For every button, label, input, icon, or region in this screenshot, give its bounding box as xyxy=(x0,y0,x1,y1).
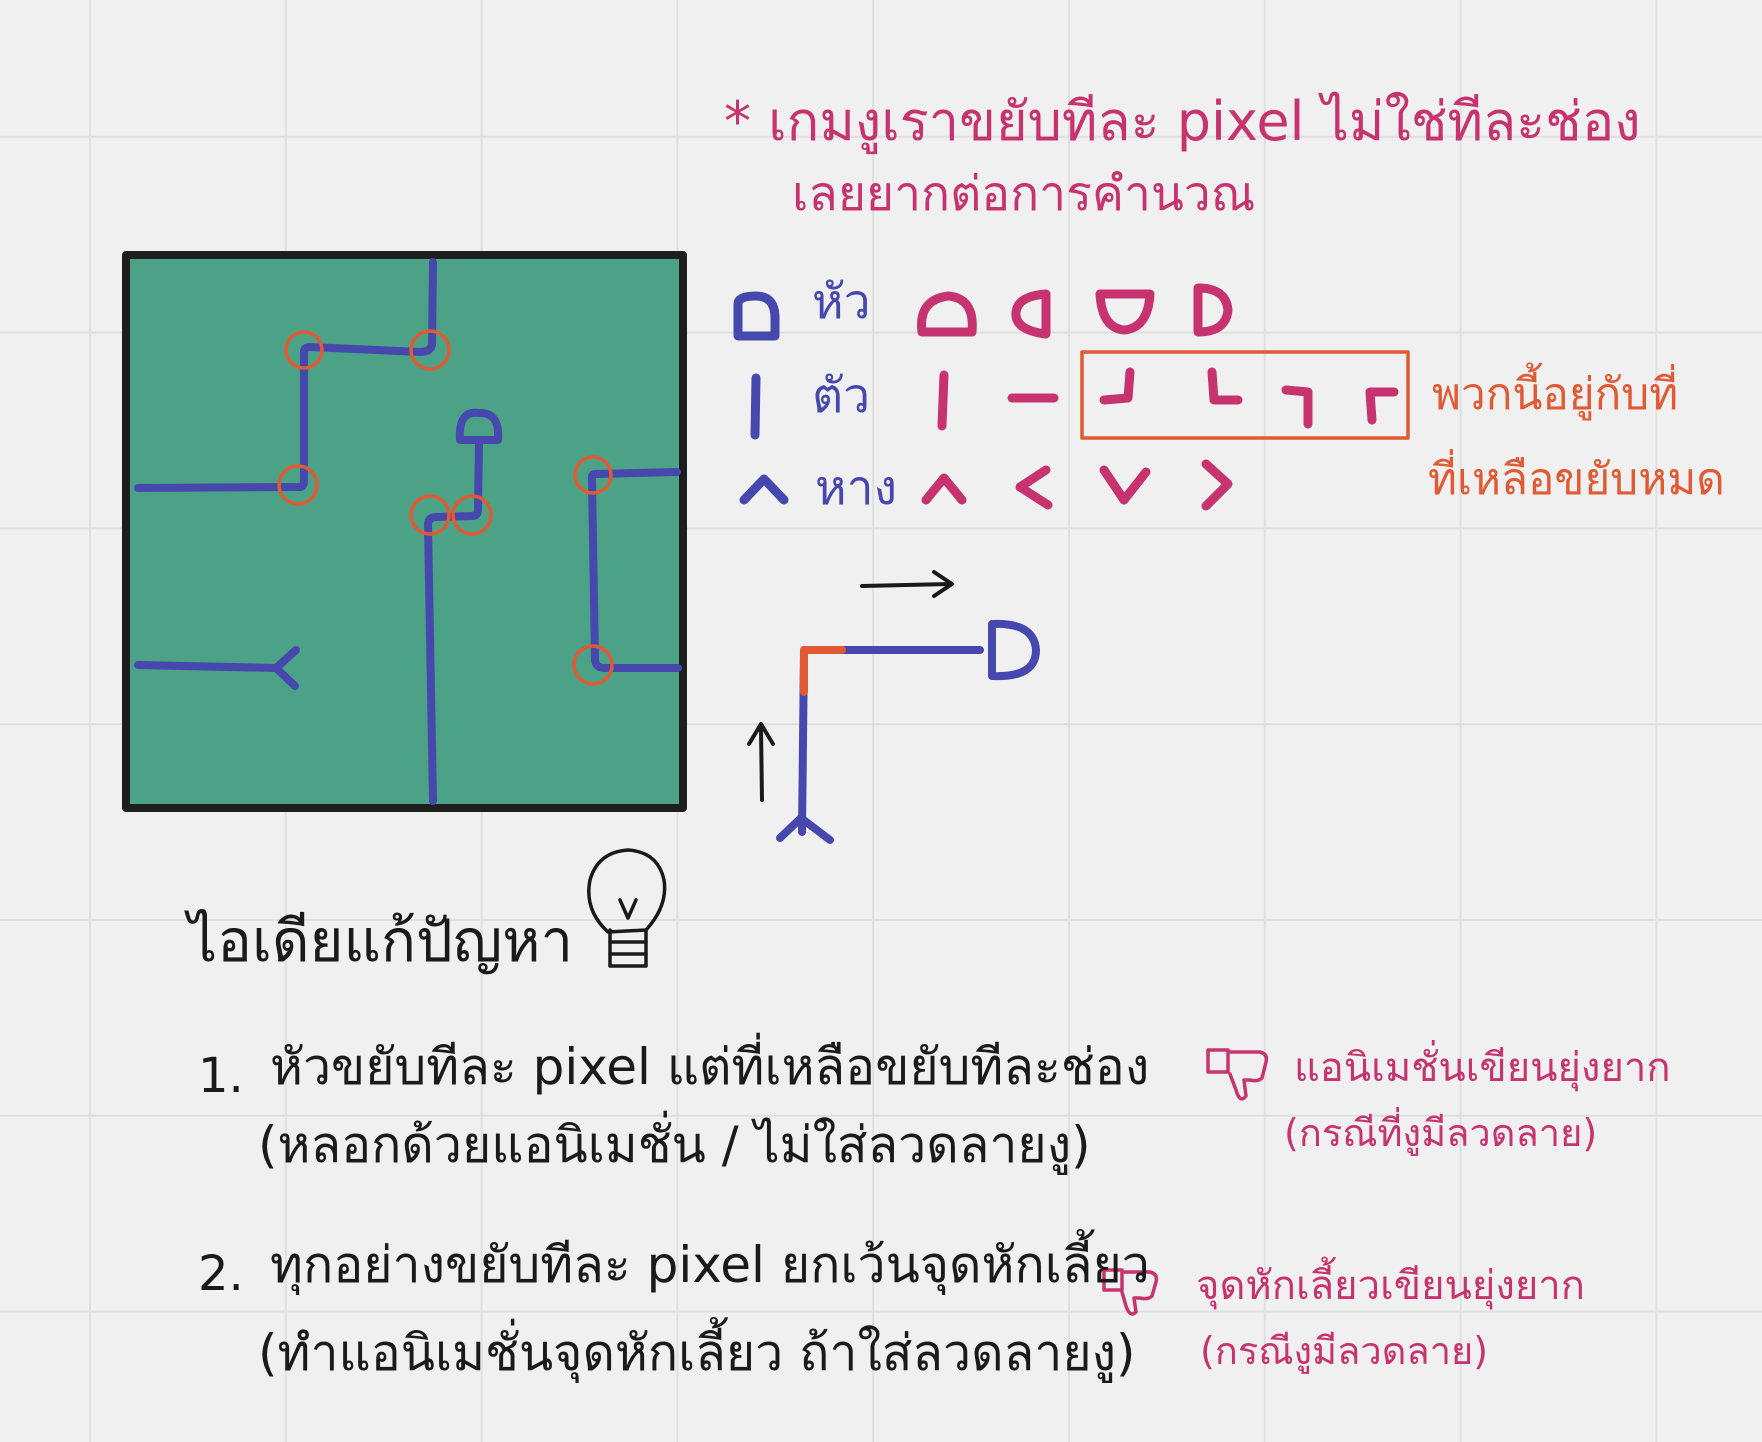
note-line-2: เลยยากต่อการคำนวณ xyxy=(792,166,1256,222)
snake-b-body xyxy=(134,661,279,672)
demo-snake-body xyxy=(798,646,984,836)
blue-tail-shape xyxy=(739,474,789,505)
legend-tail-label: หาง xyxy=(815,460,898,516)
con-1-line-2: (กรณีที่งูมีลวดลาย) xyxy=(1284,1111,1598,1155)
arrow-right-icon xyxy=(860,570,954,598)
legend-tails xyxy=(921,459,1233,511)
idea-1-number: 1. xyxy=(198,1048,244,1104)
thumb1 xyxy=(1206,1048,1269,1101)
legend-heads xyxy=(917,283,1233,339)
ideas-title: ไอเดียแก้ปัญหา xyxy=(188,907,574,975)
corner-pieces-box xyxy=(1080,350,1410,440)
con-2-line-1: จุดหักเลี้ยวเขียนยุ่งยาก xyxy=(1196,1263,1585,1309)
idea-2-line-2: (ทำแอนิเมชั่นจุดหักเลี้ยว ถ้าใส่ลวดลายงู… xyxy=(258,1324,1136,1382)
snake-a-body xyxy=(134,258,437,492)
snake-c-head xyxy=(455,408,503,444)
demo-snake-head xyxy=(988,619,1040,681)
legend-body-label: ตัว xyxy=(812,368,871,424)
con-2-line-2: (กรณีงูมีลวดลาย) xyxy=(1200,1329,1489,1373)
thumbs-down-icon xyxy=(1102,1268,1159,1316)
lightbulb-icon xyxy=(587,848,667,968)
arrow-up-icon xyxy=(747,722,775,802)
blue-head-shape xyxy=(733,291,780,341)
idea-2-number: 2. xyxy=(198,1246,244,1302)
legend-head-label: หัว xyxy=(812,274,871,330)
note-line-1: * เกมงูเราขยับทีละ pixel ไม่ใช่ทีละช่อง xyxy=(724,90,1641,153)
turn-markers xyxy=(277,329,614,686)
snake-d-body xyxy=(587,468,682,672)
legend-bodies xyxy=(937,367,1399,431)
thumb2 xyxy=(1102,1268,1159,1316)
idea-1-line-2: (หลอกด้วยแอนิเมชั่น / ไม่ใส่ลวดลายงู) xyxy=(258,1116,1091,1174)
movement-illustration xyxy=(747,570,1040,844)
blue-body-shape xyxy=(750,373,761,440)
snake-b-tail xyxy=(272,646,300,690)
corner-note-line-1: พวกนี้อยู่กับที่ xyxy=(1432,369,1679,420)
idea-1-line-1: หัวขยับทีละ pixel แต่ที่เหลือขยับทีละช่อ… xyxy=(270,1038,1150,1096)
corner-note-line-2: ที่เหลือขยับหมด xyxy=(1428,454,1725,505)
demo-snake-tail xyxy=(776,814,834,844)
game-board xyxy=(122,251,687,812)
legend-blue-column xyxy=(733,291,789,505)
demo-turn-highlight xyxy=(800,646,846,696)
thumbs-down-icon xyxy=(1206,1048,1269,1101)
con-1-line-1: แอนิเมชั่นเขียนยุ่งยาก xyxy=(1294,1045,1671,1091)
idea-2-line-1: ทุกอย่างขยับทีละ pixel ยกเว้นจุดหักเลี้ย… xyxy=(270,1236,1150,1294)
